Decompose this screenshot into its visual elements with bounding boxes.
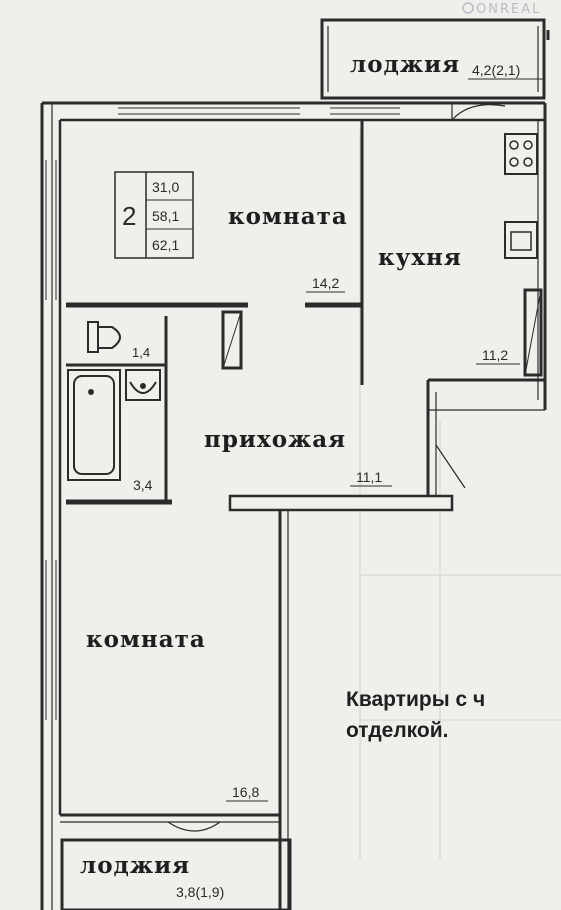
room-bottom-area: 16,8 <box>232 784 259 800</box>
loggia-top-area: 4,2(2,1) <box>472 62 520 78</box>
room-top-area: 14,2 <box>312 275 339 291</box>
kitchen-label: кухня <box>378 244 462 271</box>
stove-icon <box>504 133 538 175</box>
watermark-text: ONREAL <box>476 2 541 17</box>
area-underlines <box>226 78 544 802</box>
total-with-loggia: 62,1 <box>152 237 179 253</box>
loggia-top <box>320 18 550 100</box>
rooms-count: 2 <box>122 201 136 231</box>
living-area: 31,0 <box>152 179 179 195</box>
room-top-label: комната <box>228 203 348 230</box>
area-summary-table: 2 31,0 58,1 62,1 <box>114 171 194 259</box>
hallway-label: прихожая <box>204 426 346 453</box>
kitchen-area: 11,2 <box>482 347 508 363</box>
total-area: 58,1 <box>152 208 179 224</box>
bathroom-area: 3,4 <box>133 477 153 493</box>
note-line-1: Квартиры с ч <box>346 688 486 711</box>
loggia-bottom-label: лоджия <box>80 852 190 879</box>
vent-shafts <box>221 288 543 377</box>
room-bottom-label: комната <box>86 626 206 653</box>
loggia-bottom-area: 3,8(1,9) <box>176 884 224 900</box>
toilet-icon <box>87 321 121 353</box>
kitchen-sink-icon <box>504 221 538 259</box>
watermark-logo: ONREAL <box>462 2 541 17</box>
loggia-bottom <box>60 821 292 910</box>
note-line-2: отделкой. <box>346 719 449 742</box>
loggia-top-label: лоджия <box>350 51 460 78</box>
hallway-area: 11,1 <box>356 469 382 485</box>
partitions <box>60 120 545 910</box>
outer-walls <box>40 101 547 910</box>
balcony-door <box>451 104 506 121</box>
wc-area: 1,4 <box>132 345 150 360</box>
window-left <box>45 160 57 720</box>
finishing-note: Квартиры с ч отделкой. <box>346 684 561 746</box>
bathtub-icon <box>67 369 121 481</box>
washbasin-icon <box>125 369 161 401</box>
